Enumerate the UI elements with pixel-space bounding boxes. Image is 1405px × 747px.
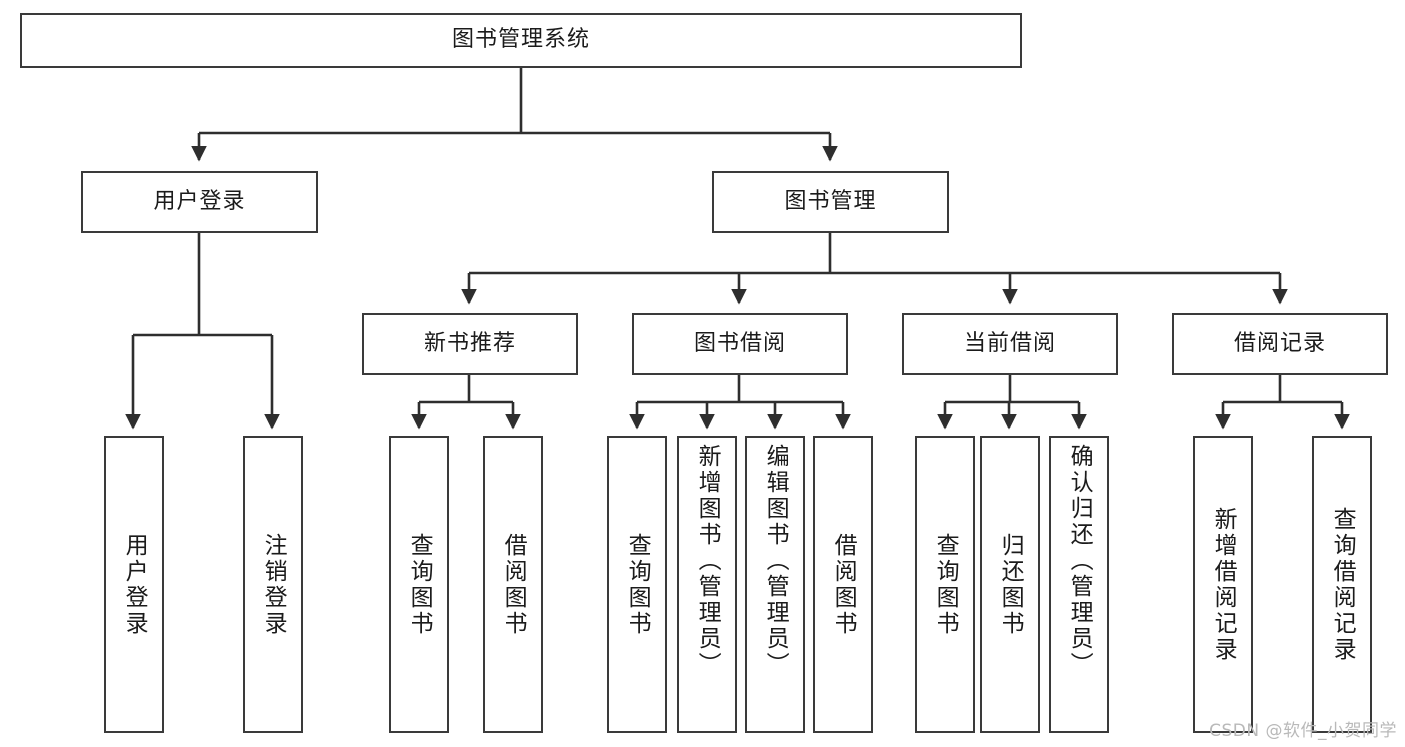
node-label: 新书推荐 xyxy=(423,330,516,356)
node-label: 借阅图书 xyxy=(500,532,527,637)
node-label: 用户登录 xyxy=(153,188,246,214)
node-current-borrow[interactable]: 当前借阅 xyxy=(902,313,1118,375)
node-leaf-add-borrow-record[interactable]: 新增借阅记录 xyxy=(1193,436,1253,733)
node-label: 图书借阅 xyxy=(693,330,786,356)
node-new-book-recommend[interactable]: 新书推荐 xyxy=(362,313,578,375)
node-label: 确认归还（管理员） xyxy=(1066,444,1093,678)
node-leaf-logout-login[interactable]: 注销登录 xyxy=(243,436,303,733)
node-leaf-borrow-book-2[interactable]: 借阅图书 xyxy=(813,436,873,733)
node-label: 图书管理 xyxy=(784,188,877,214)
node-label: 查询图书 xyxy=(624,532,651,637)
node-borrow-record[interactable]: 借阅记录 xyxy=(1172,313,1388,375)
node-user-login[interactable]: 用户登录 xyxy=(81,171,318,233)
node-leaf-query-book-2[interactable]: 查询图书 xyxy=(607,436,667,733)
node-label: 新增借阅记录 xyxy=(1210,506,1237,663)
node-leaf-add-book-admin[interactable]: 新增图书（管理员） xyxy=(677,436,737,733)
node-root-book-management-system[interactable]: 图书管理系统 xyxy=(20,13,1022,68)
node-label: 查询图书 xyxy=(932,532,959,637)
node-label: 借阅记录 xyxy=(1233,330,1326,356)
node-leaf-query-book-3[interactable]: 查询图书 xyxy=(915,436,975,733)
node-book-borrow[interactable]: 图书借阅 xyxy=(632,313,848,375)
node-label: 当前借阅 xyxy=(963,330,1056,356)
node-label: 查询借阅记录 xyxy=(1329,506,1356,663)
node-leaf-user-login[interactable]: 用户登录 xyxy=(104,436,164,733)
node-leaf-query-book-1[interactable]: 查询图书 xyxy=(389,436,449,733)
node-leaf-edit-book-admin[interactable]: 编辑图书（管理员） xyxy=(745,436,805,733)
node-leaf-query-borrow-record[interactable]: 查询借阅记录 xyxy=(1312,436,1372,733)
node-book-management[interactable]: 图书管理 xyxy=(712,171,949,233)
node-label: 用户登录 xyxy=(121,532,148,637)
node-label: 借阅图书 xyxy=(830,532,857,637)
node-label: 查询图书 xyxy=(406,532,433,637)
node-label: 编辑图书（管理员） xyxy=(762,444,789,678)
node-label: 新增图书（管理员） xyxy=(694,444,721,678)
node-label: 归还图书 xyxy=(997,532,1024,637)
node-leaf-return-book[interactable]: 归还图书 xyxy=(980,436,1040,733)
csdn-watermark: CSDN @软件_小贺同学 xyxy=(1209,721,1397,741)
node-label: 图书管理系统 xyxy=(451,27,590,53)
node-label: 注销登录 xyxy=(260,532,287,637)
node-leaf-borrow-book-1[interactable]: 借阅图书 xyxy=(483,436,543,733)
node-leaf-confirm-return-admin[interactable]: 确认归还（管理员） xyxy=(1049,436,1109,733)
